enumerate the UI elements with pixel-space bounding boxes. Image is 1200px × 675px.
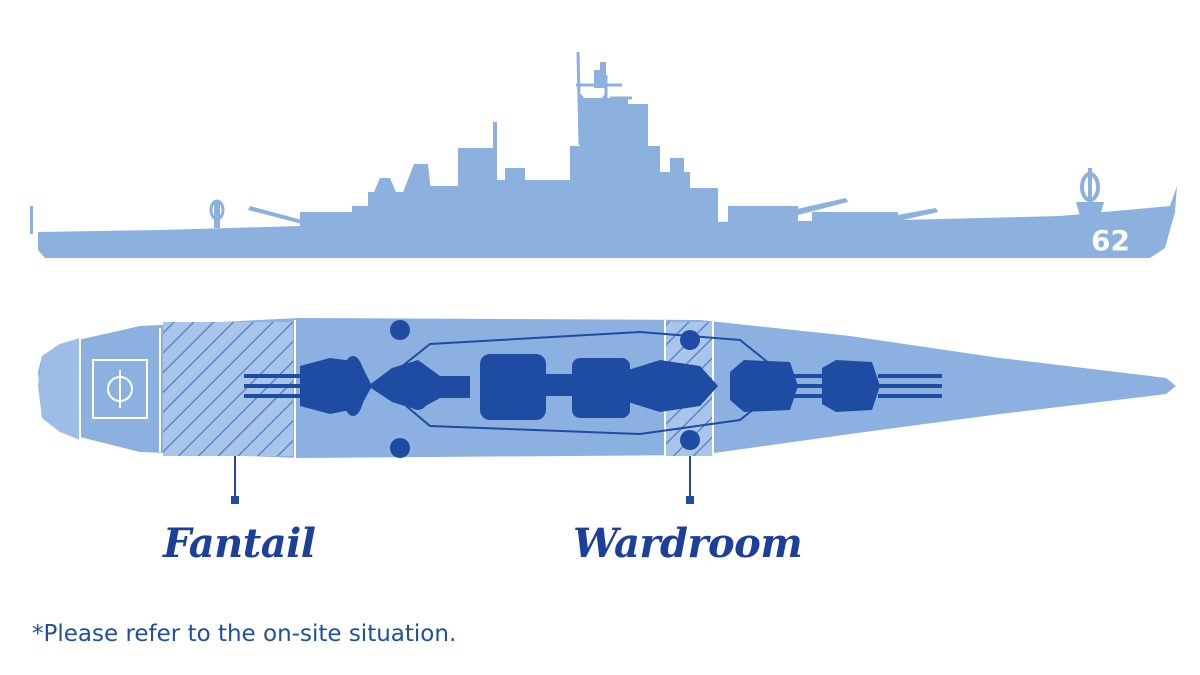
aft-funnel [480,354,546,420]
leader-fantail [231,456,239,504]
side-hull [38,186,1177,258]
forward-funnel [572,358,630,418]
forward-turret-1 [822,360,880,412]
forward-turret-2 [730,360,798,412]
leader-pin-icon [686,496,694,504]
aft-mast [214,200,220,228]
leader-pin-icon [231,496,239,504]
ship-side-profile [30,51,1177,258]
forward-turret-side-2 [728,206,798,226]
aft-turret-side [300,212,362,228]
leader-wardroom [686,456,694,504]
helipad-icon [92,359,148,419]
fantail-label: Fantail [163,520,316,567]
forward-superstructure [570,146,660,226]
forward-turret-side-1 [812,212,898,228]
ship-deck-plan [38,318,1176,504]
fantail-zone [163,322,293,456]
wardroom-label: Wardroom [573,520,803,567]
footnote: *Please refer to the on-site situation. [32,621,457,647]
hull-number: 62 [1091,224,1130,257]
